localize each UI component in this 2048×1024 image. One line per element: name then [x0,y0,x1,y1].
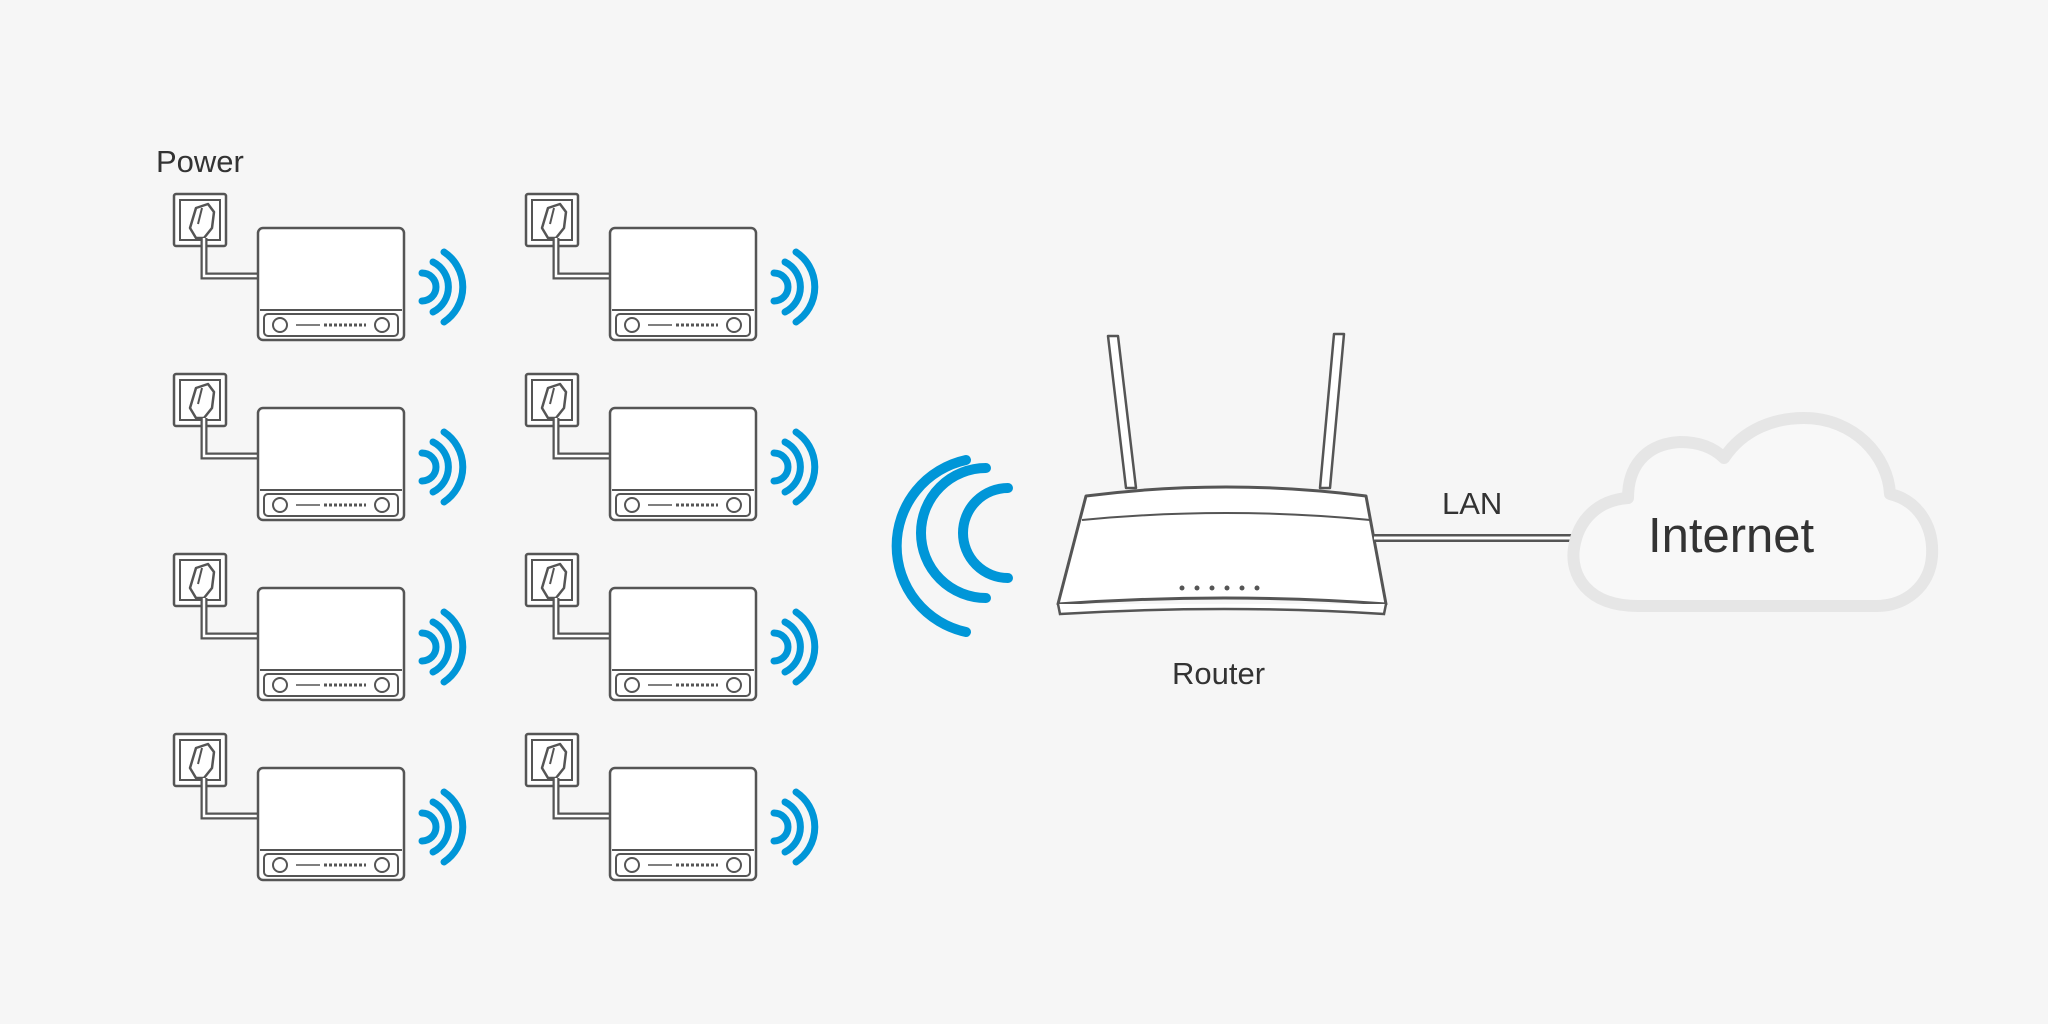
internet-label: Internet [1648,509,1815,563]
smart-plug-icon [526,554,815,700]
smart-plug-icon [526,194,815,340]
smart-plug-icon [174,554,463,700]
smart-plug-icon [174,734,463,880]
router-signal-icon [891,455,1013,637]
smart-plug-icon [526,734,815,880]
smart-plug-icon [526,374,815,520]
lan-label: LAN [1442,486,1503,521]
smart-plug-grid [174,194,815,880]
smart-plug-icon [174,374,463,520]
power-label: Power [156,144,244,179]
router-label: Router [1172,656,1266,691]
smart-plug-icon [174,194,463,340]
cloud-icon [1567,412,1939,612]
router-icon [1056,332,1388,616]
